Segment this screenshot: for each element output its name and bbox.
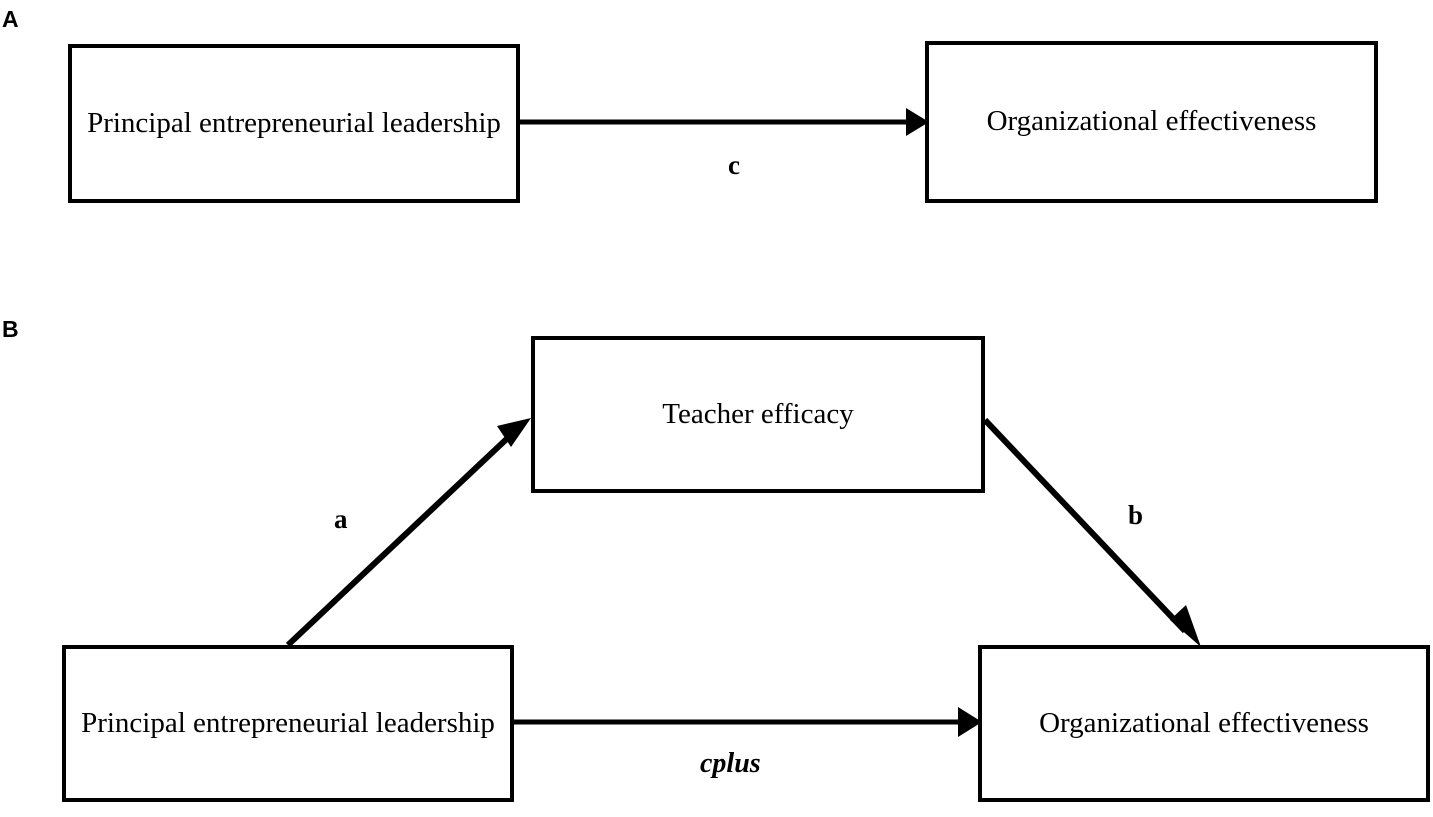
node-teacher-efficacy-b: Teacher efficacy: [531, 336, 985, 493]
path-label-b: b: [1128, 500, 1144, 530]
path-label-cplus: cplus: [700, 748, 761, 779]
edge-b: [982, 417, 1201, 647]
node-label: Teacher efficacy: [662, 397, 854, 430]
node-principal-entrepreneurial-leadership-b: Principal entrepreneurial leadership: [62, 645, 514, 802]
node-principal-entrepreneurial-leadership-a: Principal entrepreneurial leadership: [68, 44, 520, 203]
node-organizational-effectiveness-b: Organizational effectiveness: [978, 645, 1430, 802]
edge-a: [285, 418, 531, 648]
edge-cplus: [514, 707, 982, 737]
path-label-c: c: [728, 150, 740, 180]
panel-label-a: A: [2, 6, 19, 32]
edge-c: [520, 108, 929, 136]
panel-label-b: B: [2, 316, 19, 342]
node-label: Organizational effectiveness: [986, 105, 1317, 138]
node-organizational-effectiveness-a: Organizational effectiveness: [925, 41, 1378, 203]
node-label: Principal entrepreneurial leadership: [87, 106, 501, 139]
node-label: Principal entrepreneurial leadership: [81, 706, 495, 739]
path-label-a: a: [334, 504, 348, 534]
node-label: Organizational effectiveness: [1039, 706, 1369, 739]
